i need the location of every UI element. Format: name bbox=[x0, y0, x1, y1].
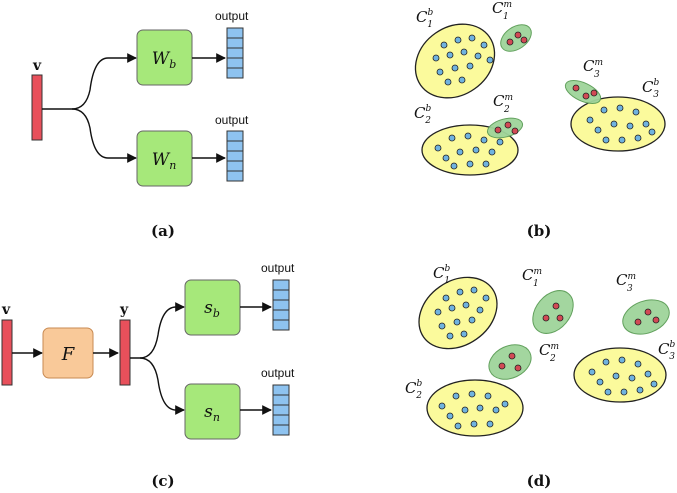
output-vector-bottom bbox=[226, 130, 244, 182]
points-d-c2b bbox=[438, 390, 509, 430]
module-sn bbox=[184, 383, 241, 440]
points-b-c3b bbox=[586, 104, 656, 144]
points-d-c2m bbox=[498, 352, 522, 372]
cluster-d-c1m bbox=[532, 290, 574, 334]
output-vector-top-c bbox=[272, 279, 290, 331]
module-sn-label: sn bbox=[204, 402, 220, 424]
arrow-to-wn bbox=[71, 108, 137, 163]
points-d-c1m bbox=[542, 302, 564, 322]
cluster-d-c1b bbox=[418, 276, 498, 350]
input-label-v-c: v bbox=[1, 302, 11, 318]
output-vector-bottom-c bbox=[272, 384, 290, 436]
output-label-bottom: output bbox=[215, 113, 249, 127]
caption-b: (b) bbox=[527, 222, 552, 240]
cluster-b-c1m bbox=[500, 24, 532, 52]
feature-label-y: y bbox=[119, 302, 129, 318]
caption-d: (d) bbox=[527, 472, 552, 490]
cluster-b-c1b bbox=[414, 23, 496, 99]
points-b-c1b bbox=[432, 34, 494, 86]
transform-label-f: F bbox=[61, 344, 76, 365]
arrow-to-sn bbox=[139, 357, 185, 415]
caption-c: (c) bbox=[151, 472, 174, 490]
module-wn-label: Wn bbox=[152, 150, 177, 172]
input-bar-v bbox=[31, 74, 43, 141]
output-label-top-c: output bbox=[261, 261, 295, 275]
cluster-d-c2m bbox=[488, 344, 532, 380]
points-d-c3b bbox=[588, 356, 658, 396]
points-d-c1b bbox=[434, 286, 490, 340]
panel-a: v Wb Wn output output (a) bbox=[31, 9, 249, 240]
output-vector-top bbox=[226, 27, 244, 79]
points-b-c2m bbox=[494, 121, 519, 135]
panel-c: v F y sb sn output output bbox=[1, 261, 295, 490]
points-b-c3m bbox=[572, 84, 598, 100]
points-b-c2b bbox=[434, 132, 504, 170]
feature-bar-y bbox=[119, 319, 131, 386]
arrow-to-wb bbox=[42, 53, 137, 110]
caption-a: (a) bbox=[151, 222, 175, 240]
points-d-c3m bbox=[634, 308, 660, 326]
points-b-c1m bbox=[506, 31, 528, 46]
input-label-v: v bbox=[32, 58, 42, 74]
arrow-to-sb bbox=[130, 302, 185, 359]
cluster-b-c3b bbox=[570, 96, 666, 152]
output-label-top: output bbox=[215, 9, 249, 23]
cluster-d-c3m bbox=[622, 299, 670, 335]
module-wb-label: Wb bbox=[152, 49, 177, 71]
cluster-d-c3b bbox=[573, 347, 667, 403]
module-sb-label: sb bbox=[204, 298, 220, 320]
input-bar-v-c bbox=[1, 319, 13, 386]
cluster-d-c2b bbox=[426, 379, 524, 437]
output-label-bottom-c: output bbox=[261, 366, 295, 380]
